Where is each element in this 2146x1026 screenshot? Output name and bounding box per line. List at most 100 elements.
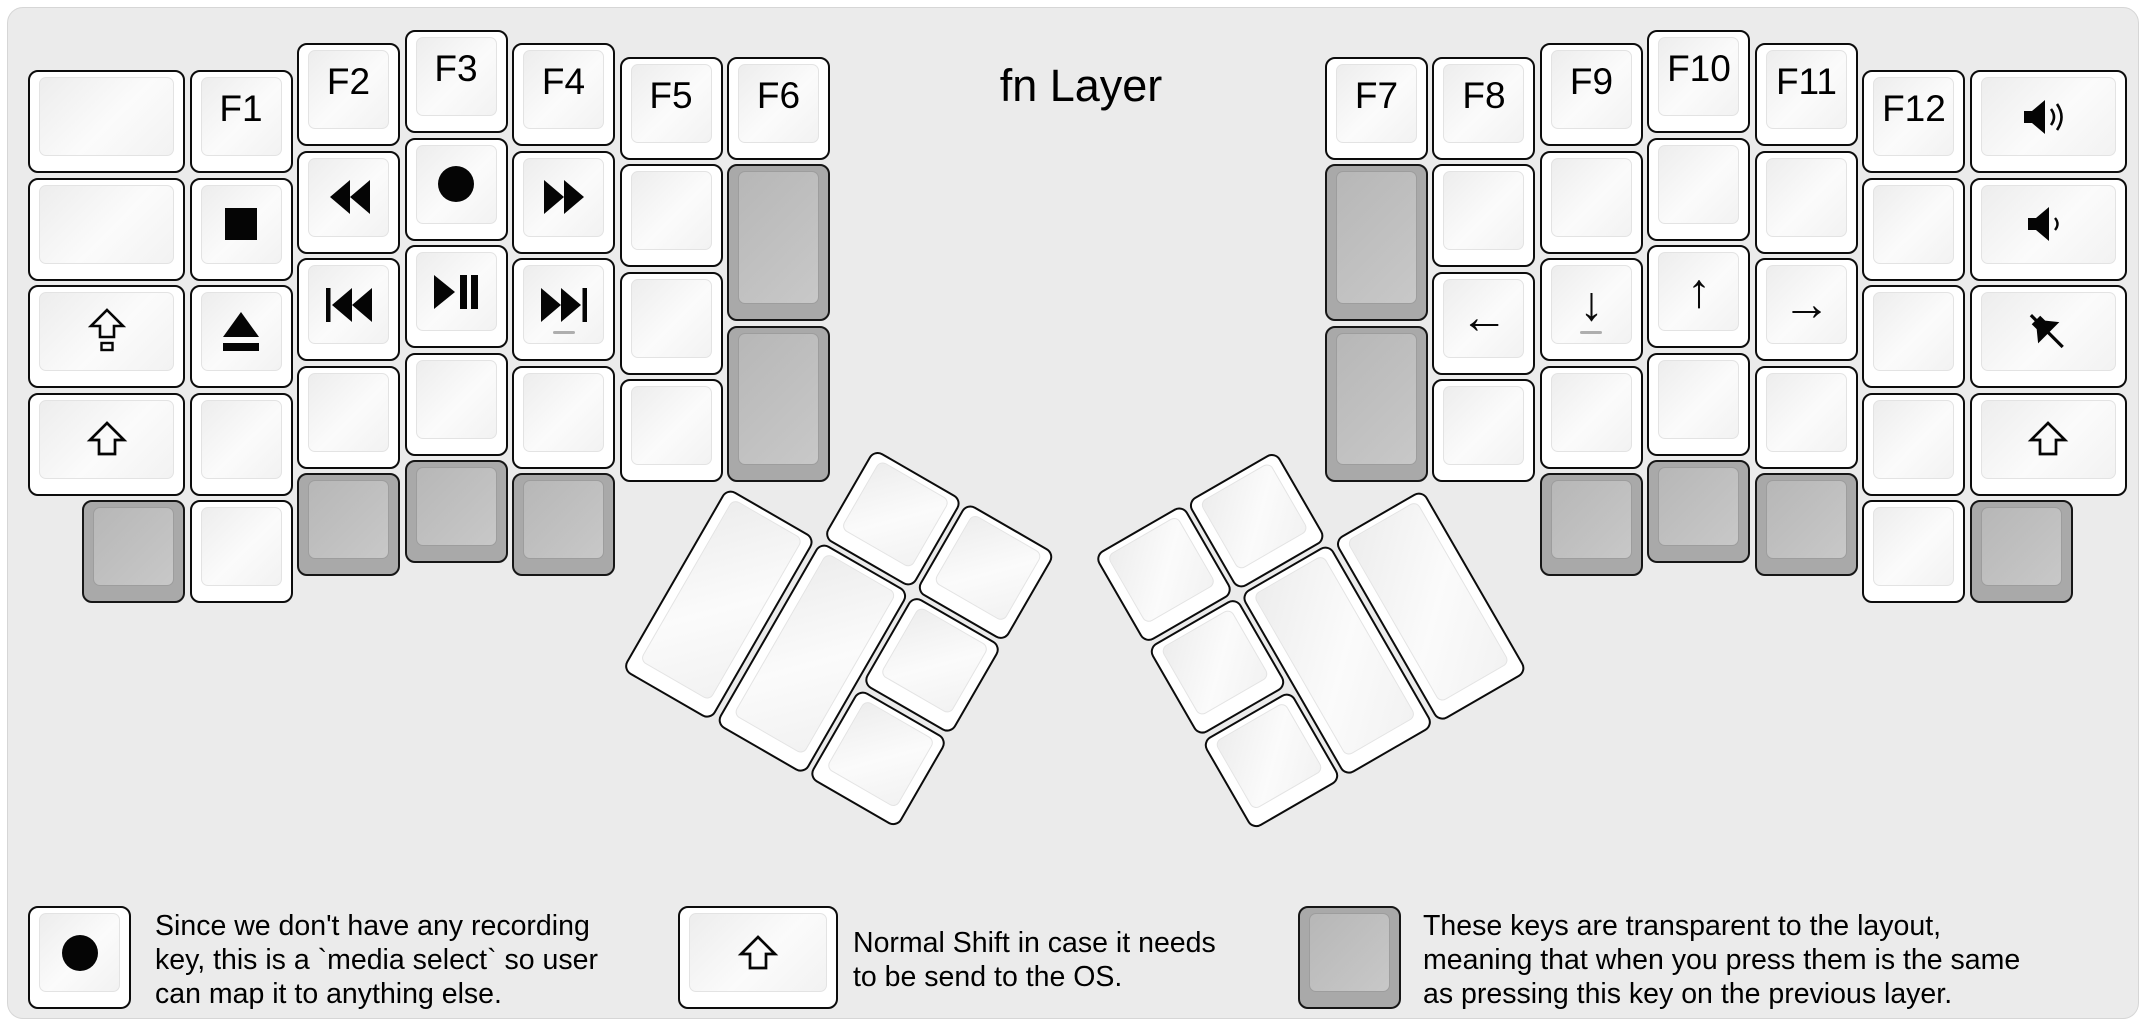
key-shift[interactable] — [1969, 392, 2127, 496]
record-icon — [60, 933, 100, 973]
key-f7[interactable]: F7 — [1324, 56, 1428, 160]
key-blank[interactable] — [1539, 150, 1643, 254]
key-blank[interactable] — [1862, 500, 1966, 604]
key-transparent[interactable] — [1754, 473, 1858, 577]
play-pause-icon — [434, 274, 478, 309]
key-f4[interactable]: F4 — [512, 43, 615, 147]
key-fast-forward[interactable] — [512, 150, 615, 254]
key-transparent[interactable] — [297, 473, 400, 577]
key-f10[interactable]: F10 — [1647, 30, 1751, 133]
keycap-top — [39, 292, 174, 372]
legend-sample-key-2 — [678, 906, 838, 1009]
key-transparent[interactable] — [1647, 460, 1751, 563]
key-f12[interactable]: F12 — [1862, 70, 1966, 174]
key-label: F8 — [1462, 74, 1506, 116]
key-transparent[interactable] — [512, 473, 615, 577]
keycap-top: ← — [1443, 278, 1525, 358]
keycap-top — [630, 171, 712, 251]
key-blank[interactable] — [404, 352, 508, 456]
keycap-top: F9 — [1550, 50, 1632, 130]
key-label: F10 — [1667, 48, 1731, 89]
key-f3[interactable]: F3 — [404, 30, 508, 133]
key-blank[interactable] — [1647, 137, 1751, 241]
keycap-top — [523, 372, 604, 452]
key-transparent[interactable] — [1969, 500, 2073, 604]
legend-note-line: These keys are transparent to the layout… — [1423, 910, 1942, 942]
key-blank[interactable] — [1862, 177, 1966, 281]
key-blank[interactable] — [28, 177, 185, 281]
key-transparent[interactable] — [1324, 164, 1428, 322]
keycap-top — [415, 359, 497, 439]
keycap-top — [523, 157, 604, 237]
arrow-right-icon: → — [1782, 277, 1831, 331]
key-transparent[interactable] — [1539, 473, 1643, 577]
key-label: F2 — [326, 61, 371, 103]
key-transparent[interactable] — [727, 164, 830, 322]
key-f1[interactable]: F1 — [189, 70, 293, 174]
arrow-up-icon: ↑ — [1686, 264, 1711, 318]
key-next-track[interactable] — [512, 258, 615, 362]
keycap-top — [1658, 144, 1740, 224]
keycap-top — [738, 332, 819, 466]
legend-note-line: key, this is a `media select` so user — [155, 944, 598, 976]
key-mute[interactable] — [1969, 285, 2127, 389]
key-play-pause[interactable] — [404, 245, 508, 348]
key-f9[interactable]: F9 — [1539, 43, 1643, 147]
layer-title: fn Layer — [999, 60, 1163, 111]
key-blank[interactable] — [619, 271, 723, 375]
key-rewind[interactable] — [297, 150, 400, 254]
key-previous-track[interactable] — [297, 258, 400, 362]
key-blank[interactable] — [1754, 365, 1858, 469]
key-blank[interactable] — [1647, 352, 1751, 456]
key-f11[interactable]: F11 — [1754, 43, 1858, 147]
key-arrow-up[interactable]: ↑ — [1647, 245, 1751, 348]
key-blank[interactable] — [297, 365, 400, 469]
key-blank[interactable] — [619, 164, 723, 268]
keycap-top — [1873, 292, 1955, 372]
key-f5[interactable]: F5 — [619, 56, 723, 160]
key-blank[interactable] — [1432, 379, 1536, 483]
key-blank[interactable] — [28, 70, 185, 174]
keycap-top — [308, 265, 389, 345]
keycap-top — [689, 913, 827, 992]
key-blank[interactable] — [189, 500, 293, 604]
key-record[interactable] — [404, 137, 508, 241]
key-blank[interactable] — [1862, 285, 1966, 389]
key-blank[interactable] — [619, 379, 723, 483]
keycap-top — [1980, 184, 2116, 264]
key-f6[interactable]: F6 — [727, 56, 830, 160]
key-blank[interactable] — [1539, 365, 1643, 469]
key-f2[interactable]: F2 — [297, 43, 400, 147]
key-transparent[interactable] — [404, 460, 508, 563]
keycap-top — [1105, 515, 1216, 625]
key-volume-up[interactable] — [1969, 70, 2127, 174]
key-transparent[interactable] — [1324, 325, 1428, 483]
keycap-top: F2 — [308, 50, 389, 130]
next-track-icon — [540, 287, 587, 322]
key-caps-lock[interactable] — [28, 285, 185, 389]
key-volume-down[interactable] — [1969, 177, 2127, 281]
keycap-top — [1335, 332, 1417, 466]
key-shift[interactable] — [28, 392, 185, 496]
key-blank[interactable] — [1432, 164, 1536, 268]
key-blank[interactable] — [1862, 392, 1966, 496]
keycap-top: ↓ — [1550, 265, 1632, 345]
key-transparent[interactable] — [82, 500, 185, 604]
key-transparent[interactable] — [727, 325, 830, 483]
keycap-top — [93, 507, 174, 587]
key-f8[interactable]: F8 — [1432, 56, 1536, 160]
eject-icon — [221, 311, 261, 352]
key-blank[interactable] — [1754, 150, 1858, 254]
key-label: F11 — [1775, 61, 1837, 103]
key-blank[interactable] — [189, 392, 293, 496]
key-stop[interactable] — [189, 177, 293, 281]
keycap-top — [933, 512, 1044, 622]
key-arrow-down[interactable]: ↓ — [1539, 258, 1643, 362]
key-arrow-left[interactable]: ← — [1432, 271, 1536, 375]
shift-icon — [2027, 421, 2069, 457]
key-arrow-right[interactable]: → — [1754, 258, 1858, 362]
key-blank[interactable] — [512, 365, 615, 469]
key-eject[interactable] — [189, 285, 293, 389]
